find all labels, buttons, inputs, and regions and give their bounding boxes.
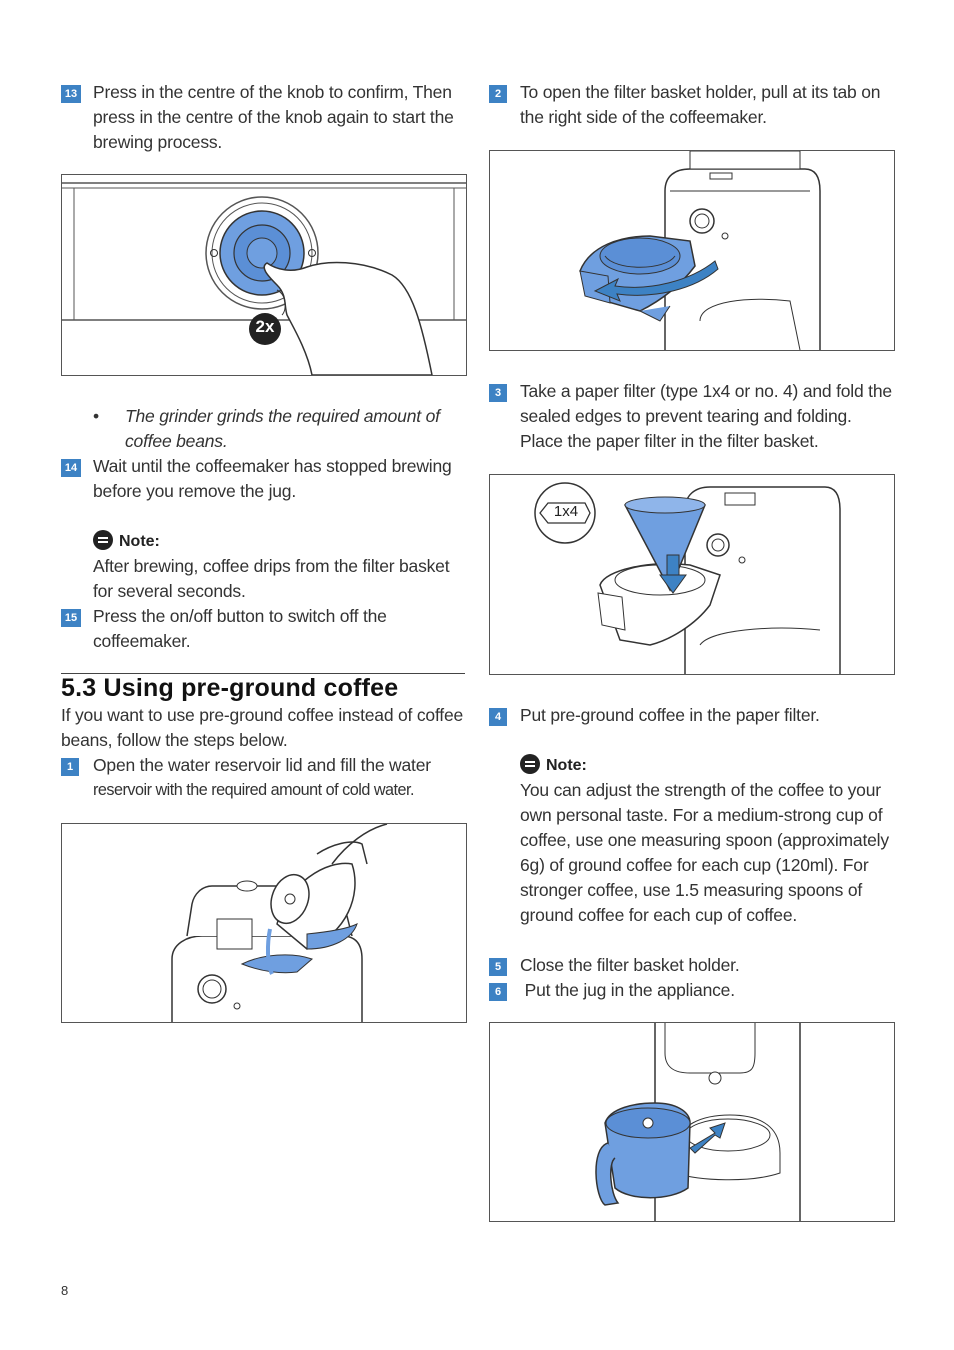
bullet-dot: • (93, 406, 99, 426)
fill-water-illustration (61, 823, 467, 1023)
step-5-text: Close the filter basket holder. (520, 955, 740, 975)
note-icon (520, 754, 540, 774)
section-heading: 5.3 Using pre-ground coffee (61, 674, 399, 702)
filter-size-label: 1x4 (553, 503, 579, 520)
step-6-text: Put the jug in the appliance. (520, 980, 735, 1000)
step-13-text: Press in the centre of the knob to confi… (93, 82, 454, 152)
open-filter-holder-illustration (489, 150, 895, 351)
note-2-header: Note: (520, 754, 587, 775)
step-14-text: Wait until the coffeemaker has stopped b… (93, 456, 452, 501)
step-3-text: Take a paper filter (type 1x4 or no. 4) … (520, 381, 892, 451)
step-2-badge: 2 (489, 85, 507, 103)
step-6-badge: 6 (489, 983, 507, 1001)
step-4-text: Put pre-ground coffee in the paper filte… (520, 705, 820, 725)
step-15-text: Press the on/off button to switch off th… (93, 606, 387, 651)
step-2-text: To open the filter basket holder, pull a… (520, 82, 881, 127)
step-1-text-line2: reservoir with the required amount of co… (93, 781, 415, 799)
step-13-badge: 13 (61, 85, 81, 103)
paper-filter-illustration: 1x4 (489, 474, 895, 675)
insert-jug-illustration (489, 1022, 895, 1222)
section-rule (61, 673, 465, 674)
section-intro: If you want to use pre-ground coffee ins… (61, 705, 464, 750)
bullet-text: The grinder grinds the required amount o… (125, 406, 440, 451)
step-15-badge: 15 (61, 609, 81, 627)
note-1-header: Note: (93, 530, 160, 551)
page-number: 8 (61, 1283, 69, 1298)
step-1-badge: 1 (61, 758, 79, 776)
step-5-badge: 5 (489, 958, 507, 976)
note-icon (93, 530, 113, 550)
step-14-badge: 14 (61, 459, 81, 477)
step-4-badge: 4 (489, 708, 507, 726)
press-twice-label: 2x (255, 317, 275, 336)
knob-press-illustration: 2x (61, 174, 467, 376)
note-2-text: You can adjust the strength of the coffe… (520, 780, 889, 925)
step-1-text-line1: Open the water reservoir lid and fill th… (93, 755, 431, 775)
step-3-badge: 3 (489, 384, 507, 402)
note-1-text: After brewing, coffee drips from the fil… (93, 556, 450, 601)
